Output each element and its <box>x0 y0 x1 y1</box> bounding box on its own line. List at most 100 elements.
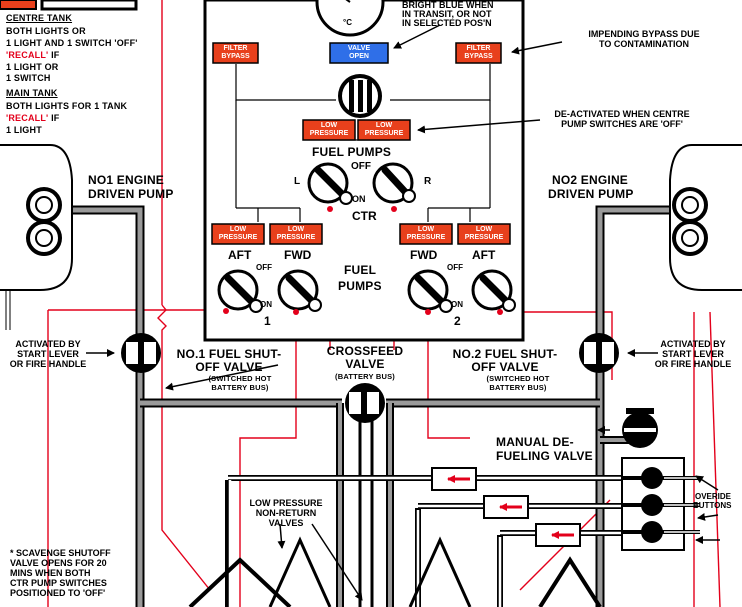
bypass-note-1: IMPENDING BYPASS DUE <box>588 29 700 39</box>
engine-2-label-1: No2 ENGINE <box>552 173 629 187</box>
engine-pump-right <box>669 144 742 291</box>
shutoff-valve-1 <box>121 333 161 373</box>
centre-line-3: 1 LIGHT or <box>6 62 59 72</box>
corner-box <box>0 0 138 11</box>
lp-aft1-l1: LOW <box>229 226 247 233</box>
scavenge-note-2: VALVE OPENS FOR 20 <box>10 558 107 568</box>
shutoff-2-label-4: BATTERY BUS) <box>489 383 547 392</box>
activated-left-3: OR FIRE HANDLE <box>9 359 87 369</box>
non-return-valve-3 <box>535 523 581 547</box>
fuel-lines <box>64 205 680 607</box>
lp-aft2-l2: PRESSURE <box>464 233 504 241</box>
on1-label: ON <box>260 300 272 309</box>
override-label-2: BUTTONS <box>693 501 732 510</box>
fuel-label: FUEL <box>344 263 377 277</box>
activated-right-1: ACTIVATED BY <box>660 339 726 349</box>
main-tank-heading: MAIN TANK <box>6 88 58 98</box>
scavenge-note-1: * SCAVENGE SHUTOFF <box>10 548 111 558</box>
ctr-center-dots <box>327 206 397 212</box>
fwd2-pump-switch[interactable] <box>407 269 453 313</box>
ctr-label: CTR <box>352 209 377 223</box>
shutoff-1-label-3: (SWITCHED HOT <box>208 374 272 383</box>
crossfeed-valve <box>345 383 385 423</box>
ctr-r-label: R <box>424 176 432 187</box>
lp-ctr-r-l1: LOW <box>375 122 393 129</box>
aft2-label: AFT <box>472 248 496 262</box>
filter-bypass-right-l1: FILTER <box>466 45 491 52</box>
fwd1-label: FWD <box>284 248 312 262</box>
main-recall: 'RECALL' <box>6 113 49 123</box>
main-recall-line: 'RECALL' IF <box>6 113 60 123</box>
ctr-off-label: OFF <box>351 161 371 172</box>
main-line-2: 1 LIGHT <box>6 125 42 135</box>
lp-ctr-l-l1: LOW <box>320 122 338 129</box>
annotation-arrows <box>86 24 720 601</box>
scavenge-note-5: POSITIONED TO 'OFF' <box>10 588 106 598</box>
activated-right-2: START LEVER <box>662 349 724 359</box>
off2-label: OFF <box>447 263 463 272</box>
filter-bypass-left-l2: BYPASS <box>221 52 250 60</box>
override-panel <box>621 457 700 551</box>
rotary-selector[interactable] <box>338 74 382 118</box>
deactivated-note-1: DE-ACTIVATED WHEN CENTRE <box>554 109 690 119</box>
aft2-pump-switch[interactable] <box>471 269 516 312</box>
non-return-valve-2 <box>483 495 529 519</box>
pumps-label: PUMPS <box>338 279 382 293</box>
gauge-unit: °C <box>343 18 352 27</box>
switch-dots <box>223 308 503 315</box>
defuel-label-2: FUELING VALVE <box>496 449 593 463</box>
aft1-pump-switch[interactable] <box>217 269 263 313</box>
centre-if: IF <box>48 50 60 60</box>
shutoff-2-label-1: No.2 FUEL SHUT- <box>452 347 558 361</box>
lp-fwd2-l2: PRESSURE <box>406 233 446 241</box>
shutoff-1-label-1: No.1 FUEL SHUT- <box>176 347 282 361</box>
lp-fwd1-l2: PRESSURE <box>276 233 316 241</box>
indicator-lights <box>211 42 511 245</box>
valve-note-2: IN TRANSIT, OR NOT <box>402 9 492 19</box>
nonreturn-label-1: LOW PRESSURE <box>249 498 323 508</box>
crossfeed-label-2: VALVE <box>345 357 385 371</box>
ctr-pump-switch-r[interactable] <box>372 162 416 204</box>
shutoff-2-label-3: (SWITCHED HOT <box>486 374 550 383</box>
activated-right-3: OR FIRE HANDLE <box>654 359 732 369</box>
scavenge-note-4: CTR PUMP SWITCHES <box>10 578 107 588</box>
filter-bypass-left-l1: FILTER <box>223 45 248 52</box>
centre-tank-heading: CENTRE TANK <box>6 13 73 23</box>
bypass-note-2: TO CONTAMINATION <box>599 39 689 49</box>
lp-ctr-l-l2: PRESSURE <box>309 129 349 137</box>
lp-ctr-r-l2: PRESSURE <box>364 129 404 137</box>
engine-1-label-1: No1 ENGINE <box>88 173 165 187</box>
shutoff-1-label-2: OFF VALVE <box>195 360 263 374</box>
activated-left-1: ACTIVATED BY <box>15 339 81 349</box>
engine-pump-left <box>0 144 73 330</box>
ctr-l-label: L <box>294 176 301 187</box>
non-return-valve-1 <box>431 467 477 491</box>
valve-open-l1: VALVE <box>347 45 371 52</box>
fuel-pumps-title: FUEL PUMPS <box>312 145 392 159</box>
fwd2-label: FWD <box>410 248 438 262</box>
centre-line-2: 1 LIGHT AND 1 SWITCH 'OFF' <box>6 38 138 48</box>
ctr-pump-switch-l[interactable] <box>307 162 353 205</box>
centre-line-1: BOTH LIGHTS or <box>6 26 86 36</box>
shutoff-2-label-2: OFF VALVE <box>471 360 539 374</box>
engine-2-number: 2 <box>454 314 461 328</box>
filter-bypass-right-l2: BYPASS <box>464 52 493 60</box>
deactivated-note-2: PUMP SWITCHES ARE 'OFF' <box>561 119 683 129</box>
shutoff-valve-2 <box>579 333 619 373</box>
lp-aft1-l2: PRESSURE <box>218 233 258 241</box>
off1-label: OFF <box>256 263 272 272</box>
crossfeed-label-1: CROSSFEED <box>326 344 404 358</box>
engine-1-label-2: DRIVEN PUMP <box>88 187 174 201</box>
crossfeed-label-3: (BATTERY BUS) <box>335 372 395 381</box>
fwd1-pump-switch[interactable] <box>277 269 322 312</box>
ctr-on-label: ON <box>352 194 366 204</box>
centre-line-4: 1 SWITCH <box>6 73 51 83</box>
